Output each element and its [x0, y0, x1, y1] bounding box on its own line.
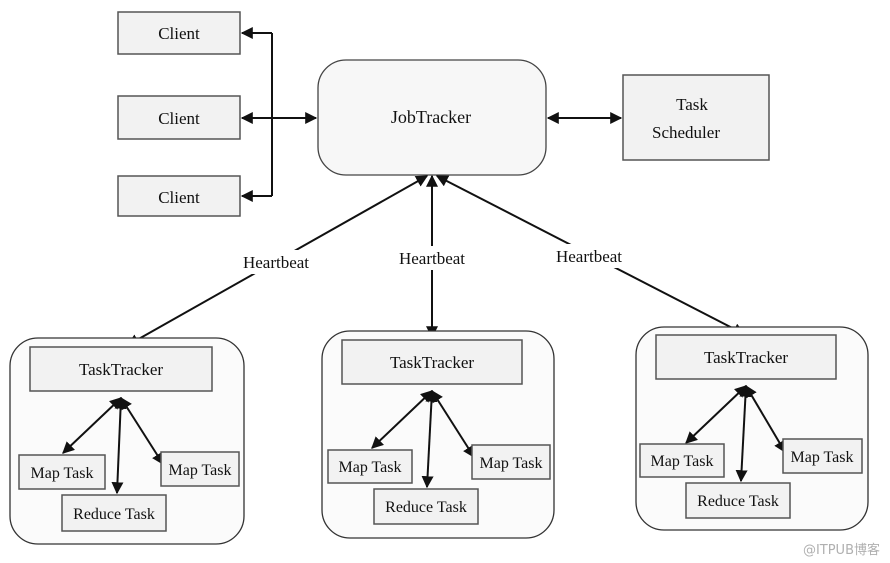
map-task-label-2b: Map Task: [479, 455, 542, 472]
map-task-label-3a: Map Task: [650, 453, 713, 470]
heartbeat-label-3: Heartbeat: [556, 247, 622, 266]
heartbeat-label-bg-1: [236, 250, 318, 274]
tt1-map-arrow-1: [62, 397, 122, 454]
map-task-node-2a: [327, 449, 413, 484]
map-task-node-2b: [471, 444, 551, 480]
reduce-task-label-2: Reduce Task: [385, 499, 467, 516]
scheduler-label-line2: Scheduler: [652, 123, 720, 142]
tt2-reduce-arrow: [421, 389, 438, 489]
map-task-node-3b: [782, 438, 863, 474]
tasktracker-node-3: [655, 334, 837, 380]
tt1-reduce-arrow: [111, 396, 127, 495]
heartbeat-label-2: Heartbeat: [399, 249, 465, 268]
tt1-map-arrow-2: [120, 396, 164, 466]
map-task-node-1a: [18, 454, 106, 490]
client-label-2: Client: [158, 109, 200, 128]
task-scheduler-node: Task Scheduler: [622, 74, 770, 161]
tasktracker-group-1: TaskTracker Map Task Map Task Reduce Tas…: [9, 337, 245, 545]
jobtracker-node: JobTracker: [317, 59, 547, 176]
client-node-3: Client: [117, 175, 241, 217]
reduce-task-node-1: [61, 494, 167, 532]
watermark-text: @ITPUB博客: [803, 542, 880, 558]
map-task-node-1b: [160, 451, 240, 487]
tasktracker-label-2: TaskTracker: [390, 353, 474, 372]
tasktracker-label-3: TaskTracker: [704, 348, 788, 367]
client-node-2: Client: [117, 95, 241, 140]
client-connectors: [240, 27, 318, 202]
tt3-map-arrow-2: [745, 384, 786, 454]
map-task-label-1a: Map Task: [30, 465, 93, 482]
tasktracker-node-2: [341, 339, 523, 385]
heartbeat-label-1: Heartbeat: [243, 253, 309, 272]
tasktracker-group-3: TaskTracker Map Task Map Task Reduce Tas…: [635, 326, 869, 531]
map-task-label-2a: Map Task: [338, 459, 401, 476]
reduce-task-label-1: Reduce Task: [73, 506, 155, 523]
tt2-map-arrow-2: [431, 389, 475, 459]
jobtracker-label: JobTracker: [391, 107, 471, 127]
client-label-1: Client: [158, 24, 200, 43]
reduce-task-label-3: Reduce Task: [697, 493, 779, 510]
map-task-label-1b: Map Task: [168, 462, 231, 479]
reduce-task-node-2: [373, 488, 479, 525]
tasktracker-label-1: TaskTracker: [79, 360, 163, 379]
client-label-3: Client: [158, 188, 200, 207]
scheduler-label-line1: Task: [676, 95, 708, 114]
tasktracker-node-1: [29, 346, 213, 392]
tasktracker-group-2: TaskTracker Map Task Map Task Reduce Tas…: [321, 330, 555, 539]
heartbeat-label-bg-3: [548, 244, 630, 268]
reduce-task-node-3: [685, 482, 791, 519]
heartbeat-label-bg-2: [392, 246, 474, 270]
client-node-1: Client: [117, 11, 241, 55]
tt3-reduce-arrow: [735, 384, 752, 483]
map-task-label-3b: Map Task: [790, 449, 853, 466]
map-task-node-3a: [639, 443, 725, 478]
